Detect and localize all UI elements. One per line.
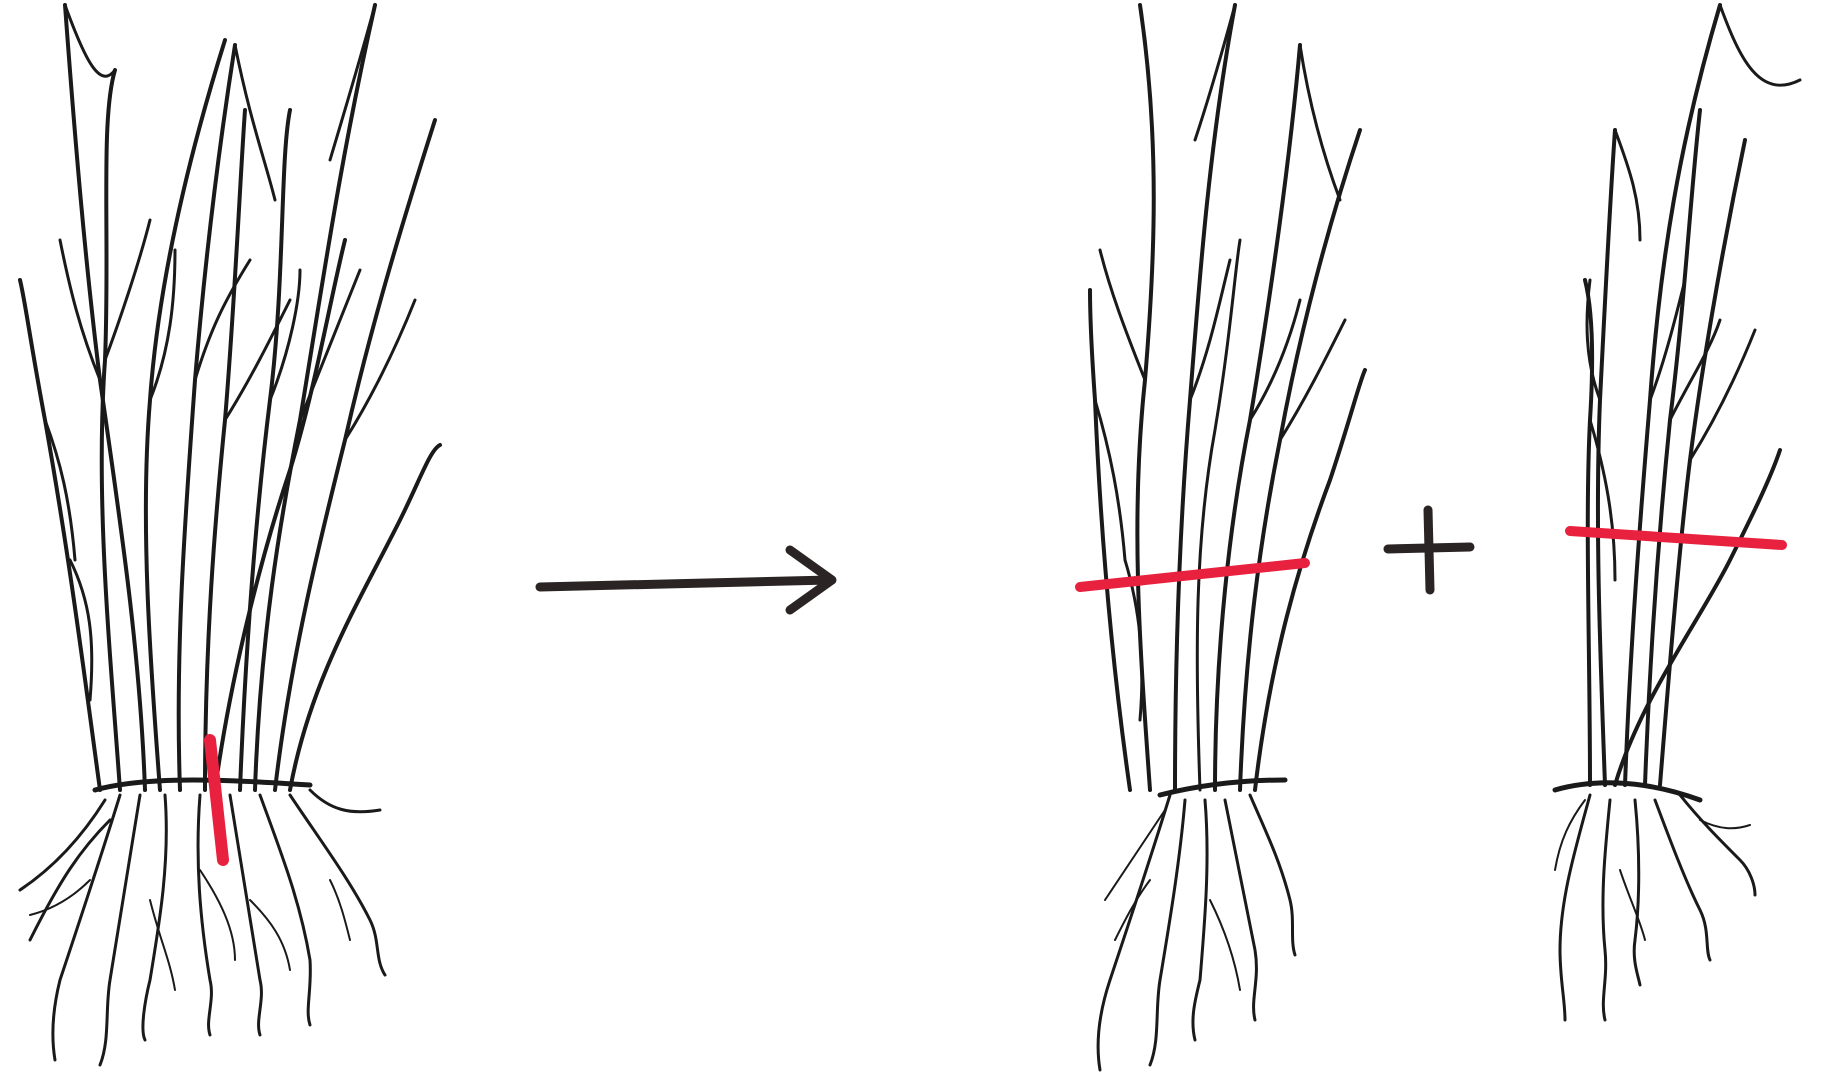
original-shrub-roots — [20, 790, 385, 1065]
original-shrub — [20, 5, 440, 1065]
divided-shrub-left-roots — [1098, 795, 1295, 1070]
divided-shrub-left-horizontal-cut — [1080, 563, 1305, 587]
divided-shrub-right-horizontal-cut — [1570, 531, 1782, 545]
original-shrub-stems — [20, 5, 440, 790]
divided-shrub-right-stems — [1585, 5, 1800, 785]
divided-shrub-left — [1080, 5, 1365, 1070]
original-shrub-crown — [95, 780, 310, 790]
divided-shrub-right — [1555, 5, 1800, 1020]
divided-shrub-left-crown — [1160, 780, 1285, 795]
divided-shrub-right-crown — [1555, 783, 1700, 800]
divided-shrub-left-stems — [1090, 5, 1365, 790]
plus-icon — [1388, 510, 1470, 590]
right-arrow-icon — [540, 550, 832, 610]
divided-shrub-right-roots — [1555, 795, 1755, 1020]
